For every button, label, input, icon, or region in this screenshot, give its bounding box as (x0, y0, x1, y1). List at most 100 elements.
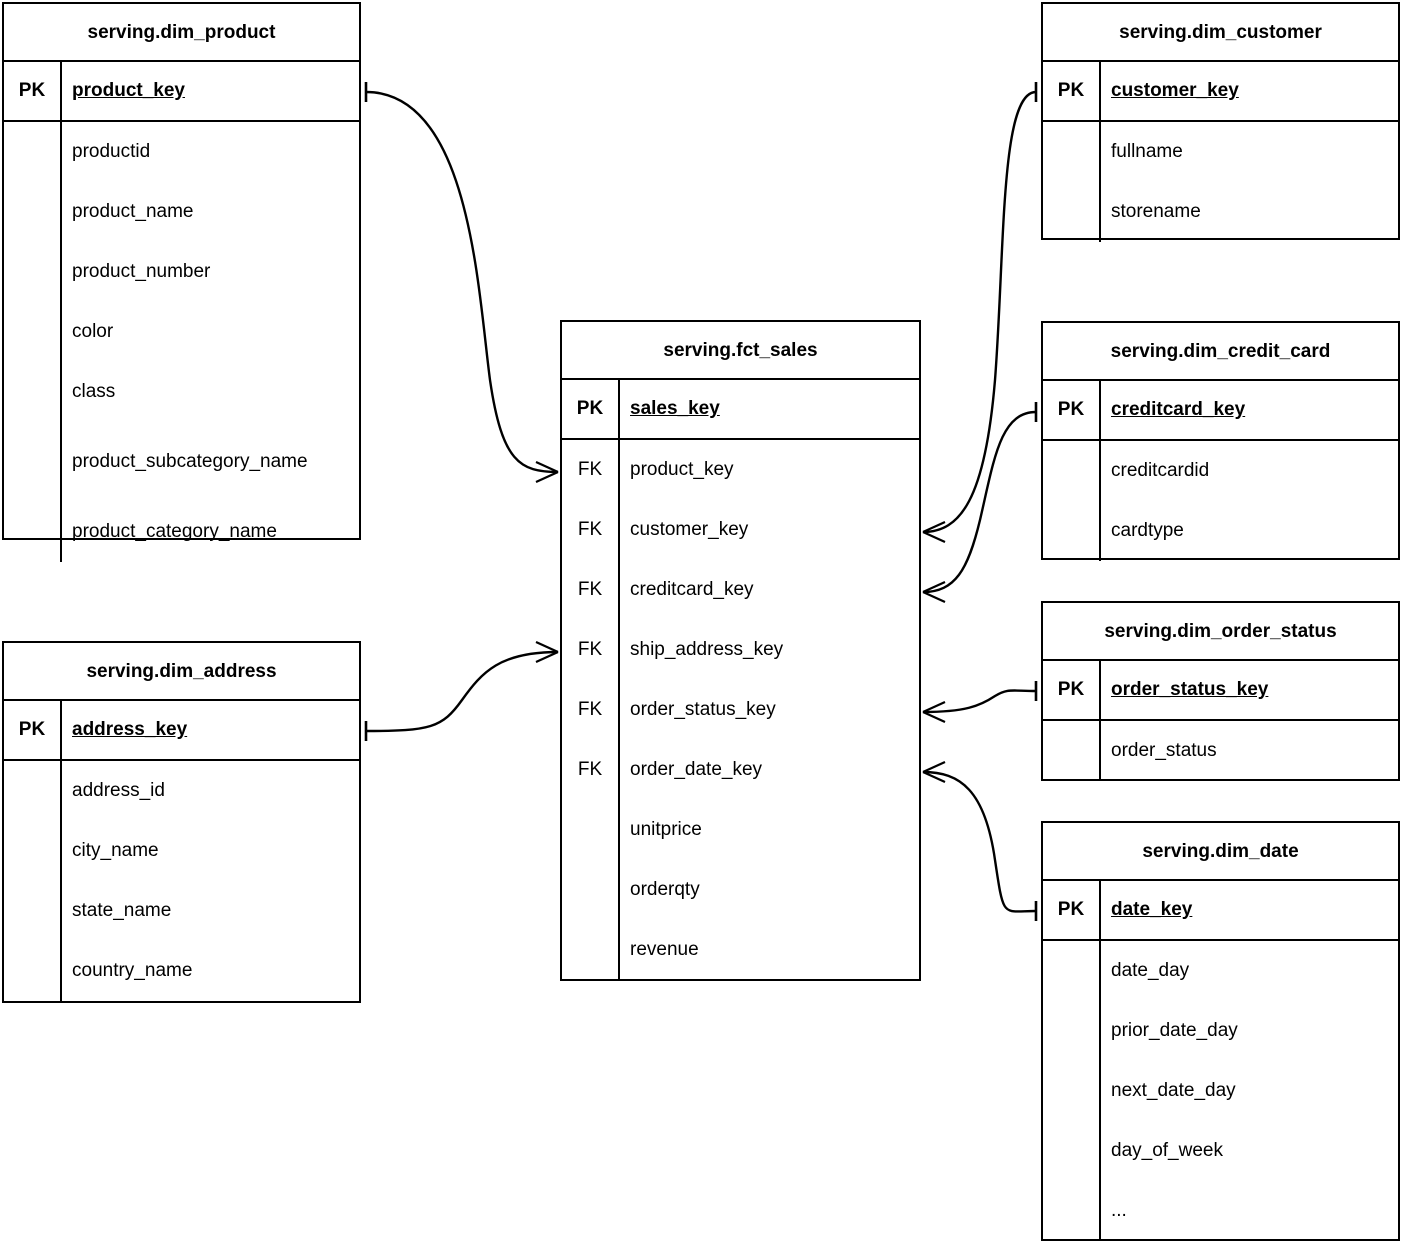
key-marker-fk: FK (562, 740, 620, 800)
row-product-name[interactable]: product_name (4, 182, 359, 242)
column-name: product_subcategory_name (72, 451, 308, 472)
key-marker-none (4, 182, 62, 242)
key-marker-none (1043, 1121, 1101, 1181)
key-marker-none (4, 242, 62, 302)
column-name: next_date_day (1111, 1080, 1236, 1101)
entity-rows-dim-customer: PK customer_key fullname storename (1043, 62, 1398, 242)
key-marker-none (4, 761, 62, 821)
row-cardtype[interactable]: cardtype (1043, 501, 1398, 561)
column-name: creditcard_key (1111, 399, 1246, 420)
column-name: day_of_week (1111, 1140, 1223, 1161)
key-marker-none (4, 122, 62, 182)
row-ellipsis[interactable]: ... (1043, 1181, 1398, 1241)
row-pk-order-status-key[interactable]: PK order_status_key (1043, 661, 1398, 721)
column-name: revenue (630, 939, 699, 960)
column-name: date_key (1111, 899, 1193, 920)
column-name: customer_key (630, 519, 749, 540)
key-marker-none (4, 302, 62, 362)
key-marker-none (4, 881, 62, 941)
row-fk-order-status-key[interactable]: FK order_status_key (562, 680, 919, 740)
row-order-status[interactable]: order_status (1043, 721, 1398, 781)
key-marker-none (1043, 1001, 1101, 1061)
column-name: product_category_name (72, 521, 277, 542)
row-state-name[interactable]: state_name (4, 881, 359, 941)
key-marker-none (1043, 122, 1101, 182)
entity-rows-dim-product: PK product_key productid product_name pr… (4, 62, 359, 562)
column-name: productid (72, 141, 151, 162)
row-fk-ship-address-key[interactable]: FK ship_address_key (562, 620, 919, 680)
row-pk-address-key[interactable]: PK address_key (4, 701, 359, 761)
row-fk-product-key[interactable]: FK product_key (562, 440, 919, 500)
column-name: prior_date_day (1111, 1020, 1238, 1041)
key-marker-none (1043, 501, 1101, 561)
column-name: product_key (630, 459, 734, 480)
relationship-customer (922, 82, 1038, 544)
column-name: unitprice (630, 819, 702, 840)
key-marker-none (4, 362, 62, 422)
entity-rows-dim-credit-card: PK creditcard_key creditcardid cardtype (1043, 381, 1398, 561)
column-name: country_name (72, 960, 193, 981)
row-pk-creditcard-key[interactable]: PK creditcard_key (1043, 381, 1398, 441)
entity-dim-customer[interactable]: serving.dim_customer PK customer_key ful… (1041, 2, 1400, 242)
key-marker-none (4, 941, 62, 1001)
entity-fct-sales[interactable]: serving.fct_sales PK sales_key FK produc… (560, 320, 921, 981)
row-pk-product-key[interactable]: PK product_key (4, 62, 359, 122)
column-name: orderqty (630, 879, 700, 900)
column-name: fullname (1111, 141, 1183, 162)
row-next-date-day[interactable]: next_date_day (1043, 1061, 1398, 1121)
column-name: creditcard_key (630, 579, 754, 600)
row-fk-customer-key[interactable]: FK customer_key (562, 500, 919, 560)
entity-dim-order-status[interactable]: serving.dim_order_status PK order_status… (1041, 601, 1400, 781)
key-marker-pk: PK (1043, 881, 1101, 939)
column-name: product_key (72, 80, 185, 101)
row-pk-sales-key[interactable]: PK sales_key (562, 380, 919, 440)
column-name: creditcardid (1111, 460, 1210, 481)
column-name: order_date_key (630, 759, 763, 780)
row-product-category-name[interactable]: product_category_name (4, 502, 359, 562)
row-pk-customer-key[interactable]: PK customer_key (1043, 62, 1398, 122)
row-creditcardid[interactable]: creditcardid (1043, 441, 1398, 501)
row-productid[interactable]: productid (4, 122, 359, 182)
entity-title-dim-credit-card: serving.dim_credit_card (1043, 323, 1398, 381)
row-prior-date-day[interactable]: prior_date_day (1043, 1001, 1398, 1061)
column-name: storename (1111, 201, 1201, 222)
key-marker-fk: FK (562, 440, 620, 500)
key-marker-none (562, 920, 620, 980)
row-storename[interactable]: storename (1043, 182, 1398, 242)
row-fk-creditcard-key[interactable]: FK creditcard_key (562, 560, 919, 620)
row-orderqty[interactable]: orderqty (562, 860, 919, 920)
row-pk-date-key[interactable]: PK date_key (1043, 881, 1398, 941)
key-marker-none (562, 800, 620, 860)
row-city-name[interactable]: city_name (4, 821, 359, 881)
entity-title-dim-address: serving.dim_address (4, 643, 359, 701)
column-name: class (72, 381, 116, 402)
entity-dim-credit-card[interactable]: serving.dim_credit_card PK creditcard_ke… (1041, 321, 1400, 561)
row-fullname[interactable]: fullname (1043, 122, 1398, 182)
key-marker-none (1043, 721, 1101, 781)
row-product-subcategory-name[interactable]: product_subcategory_name (4, 422, 359, 502)
row-address-id[interactable]: address_id (4, 761, 359, 821)
row-unitprice[interactable]: unitprice (562, 800, 919, 860)
key-marker-pk: PK (4, 62, 62, 120)
column-name: customer_key (1111, 80, 1239, 101)
entity-title-dim-date: serving.dim_date (1043, 823, 1398, 881)
key-marker-fk: FK (562, 500, 620, 560)
row-day-of-week[interactable]: day_of_week (1043, 1121, 1398, 1181)
key-marker-none (562, 860, 620, 920)
row-fk-order-date-key[interactable]: FK order_date_key (562, 740, 919, 800)
row-class[interactable]: class (4, 362, 359, 422)
column-name: product_name (72, 201, 194, 222)
row-product-number[interactable]: product_number (4, 242, 359, 302)
entity-dim-address[interactable]: serving.dim_address PK address_key addre… (2, 641, 361, 1003)
key-marker-pk: PK (1043, 381, 1101, 439)
entity-dim-product[interactable]: serving.dim_product PK product_key produ… (2, 2, 361, 562)
key-marker-none (1043, 1061, 1101, 1121)
row-country-name[interactable]: country_name (4, 941, 359, 1001)
row-date-day[interactable]: date_day (1043, 941, 1398, 1001)
column-name: order_status_key (630, 699, 776, 720)
row-revenue[interactable]: revenue (562, 920, 919, 980)
relationship-creditcard (922, 402, 1038, 604)
entity-dim-date[interactable]: serving.dim_date PK date_key date_day pr… (1041, 821, 1400, 1241)
row-color[interactable]: color (4, 302, 359, 362)
column-name: state_name (72, 900, 172, 921)
